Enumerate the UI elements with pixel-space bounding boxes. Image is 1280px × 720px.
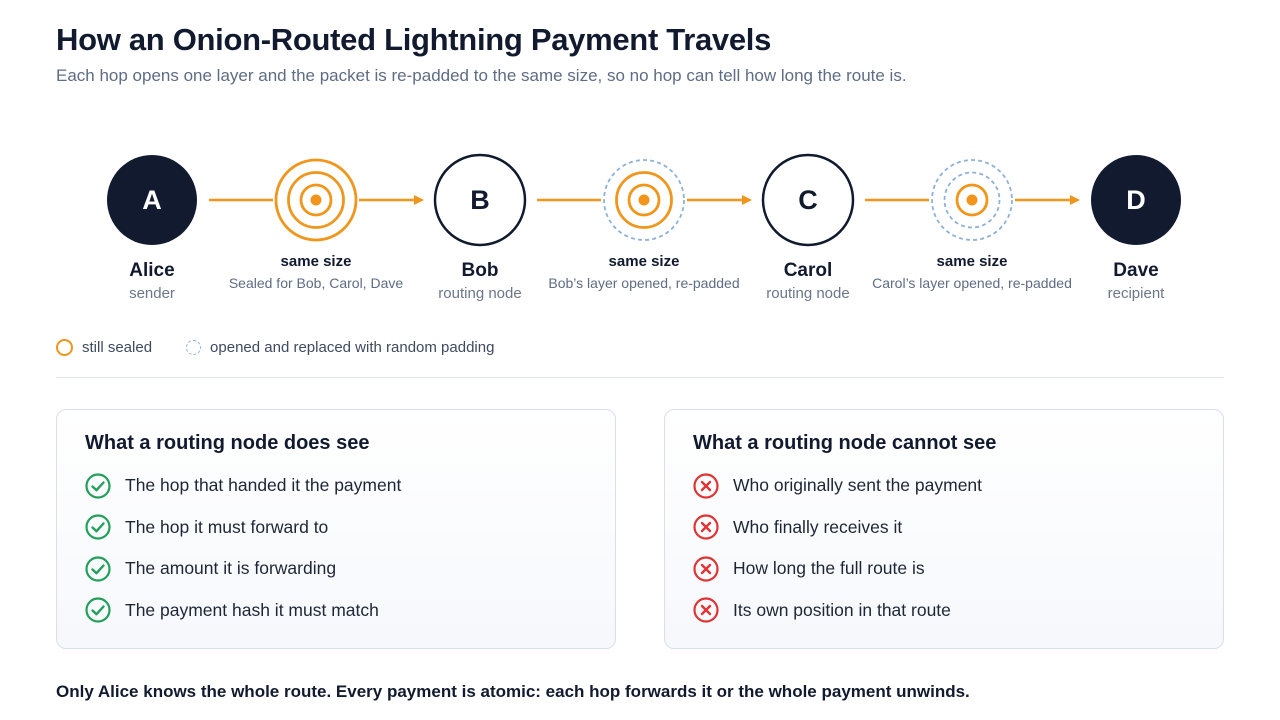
list-item: Its own position in that route [693, 590, 1195, 632]
list-item-text: Who finally receives it [733, 516, 903, 537]
node-circle [761, 153, 855, 247]
legend-opened: opened and replaced with random padding [186, 339, 494, 356]
page-subtitle: Each hop opens one layer and the packet … [56, 66, 907, 85]
list-item: The hop that handed it the payment [85, 465, 587, 507]
check-icon [85, 597, 111, 623]
list-item-text: Who originally sent the payment [733, 475, 983, 496]
legend-sealed-label: still sealed [82, 338, 153, 356]
cross-icon [693, 556, 719, 582]
list-item-text: The amount it is forwarding [125, 558, 337, 579]
payload-dot [638, 194, 650, 206]
node-letter: D [1126, 185, 1146, 215]
padding-ring [931, 159, 1013, 241]
padding-ring [943, 171, 1001, 229]
card-cannot-see: What a routing node cannot see Who origi… [664, 409, 1224, 649]
payload-dot [310, 194, 322, 206]
section-divider [56, 377, 1224, 378]
legend: still sealed opened and replaced with ra… [56, 337, 528, 357]
list-item: Who originally sent the payment [693, 465, 1195, 507]
list-item: Who finally receives it [693, 507, 1195, 549]
card-can-see: What a routing node does see The hop tha… [56, 409, 616, 649]
node-circle [107, 155, 197, 245]
route-diagram: A B C D [107, 153, 1181, 247]
cross-icon [693, 597, 719, 623]
node-letter: A [142, 185, 162, 215]
list-item-text: The hop it must forward to [125, 516, 329, 537]
padding-ring-icon [186, 339, 202, 355]
sealed-ring [615, 171, 673, 229]
sealed-ring [955, 183, 989, 217]
card-can-see-title: What a routing node does see [85, 432, 370, 454]
check-icon [85, 514, 111, 540]
padding-ring [603, 159, 685, 241]
page-title: How an Onion-Routed Lightning Payment Tr… [56, 22, 772, 57]
sealed-ring [287, 171, 345, 229]
list-item-text: The hop that handed it the payment [125, 475, 402, 496]
legend-sealed: still sealed [56, 338, 153, 356]
list-item-text: Its own position in that route [733, 599, 951, 620]
footer-note: Only Alice knows the whole route. Every … [56, 682, 970, 701]
payload-dot [966, 194, 978, 206]
card-cannot-see-title: What a routing node cannot see [693, 432, 997, 454]
list-item-text: The payment hash it must match [125, 599, 379, 620]
sealed-ring [627, 183, 661, 217]
cross-icon [693, 514, 719, 540]
node-letter: B [470, 185, 490, 215]
list-item: The amount it is forwarding [85, 548, 587, 590]
cross-icon [693, 473, 719, 499]
check-icon [85, 473, 111, 499]
list-item-text: How long the full route is [733, 558, 925, 579]
list-item: The payment hash it must match [85, 590, 587, 632]
check-icon [85, 556, 111, 582]
sealed-ring-icon [56, 338, 73, 356]
node-circle [1091, 155, 1181, 245]
node-letter: C [798, 185, 818, 215]
node-circle [433, 153, 527, 247]
list-item: The hop it must forward to [85, 507, 587, 549]
sealed-ring [299, 183, 333, 217]
list-item: How long the full route is [693, 548, 1195, 590]
legend-opened-label: opened and replaced with random padding [210, 338, 495, 356]
sealed-ring [274, 158, 358, 242]
